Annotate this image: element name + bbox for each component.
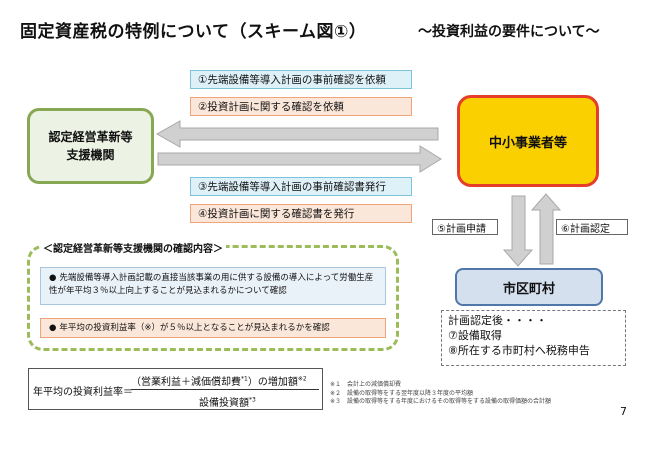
formula-label: 年平均の投資利益率＝ [33,387,133,398]
formula-numerator-tail: ）の増加額 [247,377,298,388]
criterion-roi-text: 年平均の投資利益率（※）が５％以上となることが見込まれるかを確認 [59,322,330,333]
footnote-1: ※１ 会計上の減価償却費 [330,381,402,388]
roi-formula: 年平均の投資利益率＝ （営業利益＋減価償却費*1）の増加額※2 設備投資額*3 [28,368,323,410]
page-title: 固定資産税の特例について（スキーム図①） [20,22,367,42]
bullet-icon: ● [49,322,57,333]
step-6-label: ⑥計画認定 [556,219,628,235]
formula-fraction-bar [131,389,319,390]
formula-numerator-text: （営業利益＋減価償却費 [131,377,241,388]
footnote-3: ※３ 設備の取得等をする年度におけるその取得等をする設備の取得価額の合計額 [330,398,552,406]
step-4-label: ④投資計画に関する確認書を発行 [190,204,412,223]
step-2-label: ②投資計画に関する確認を依頼 [190,97,412,116]
after-approval-step-7: ⑦設備取得 [448,328,502,342]
step-3-label: ③先端設備等導入計画の事前確認書発行 [190,177,412,196]
formula-sup-1: *1 [241,375,248,383]
arrow-to-authority [155,120,439,148]
formula-denominator-text: 設備投資額 [199,398,249,409]
criterion-productivity: ●先端設備等導入計画記載の直接当該事業の用に供する設備の導入によって労働生産性が… [40,267,386,305]
review-content-title: ＜認定経営革新等支援機関の確認内容＞ [40,240,226,255]
step-1-label: ①先端設備等導入計画の事前確認を依頼 [190,70,412,89]
footnote-2: ※２ 設備の取得等をする翌年度以降３年度の平均額 [330,389,474,397]
bullet-icon: ● [49,273,57,283]
formula-sup-3: *3 [249,396,256,404]
criterion-productivity-text: 先端設備等導入計画記載の直接当該事業の用に供する設備の導入によって労働生産性が年… [49,273,374,296]
after-approval-step-8: ⑧所在する市町村へ税務申告 [448,343,590,357]
arrow-to-sme-approval [530,193,562,265]
footnotes: ※１ 会計上の減価償却費 ※２ 設備の取得等をする翌年度以降３年度の平均額 ※３… [330,381,551,407]
node-sme: 中小事業者等 [457,95,599,187]
arrow-to-sme [157,145,442,173]
arrow-to-city [502,195,534,267]
node-municipality: 市区町村 [455,268,603,306]
after-approval-box: 計画認定後・・・・ ⑦設備取得 ⑧所在する市町村へ税務申告 [441,310,626,366]
formula-denominator: 設備投資額*3 [199,394,256,409]
formula-numerator: （営業利益＋減価償却費*1）の増加額※2 [131,373,307,388]
criterion-roi: ●年平均の投資利益率（※）が５％以上となることが見込まれるかを確認 [40,318,386,338]
page-number: 7 [620,405,627,418]
after-approval-heading: 計画認定後・・・・ [448,314,547,327]
node-support-agency: 認定経営革新等 支援機関 [27,108,154,184]
step-5-label: ⑤計画申請 [432,219,498,235]
page-subtitle: ～投資利益の要件について～ [418,24,600,40]
formula-sup-2: ※2 [297,375,307,383]
